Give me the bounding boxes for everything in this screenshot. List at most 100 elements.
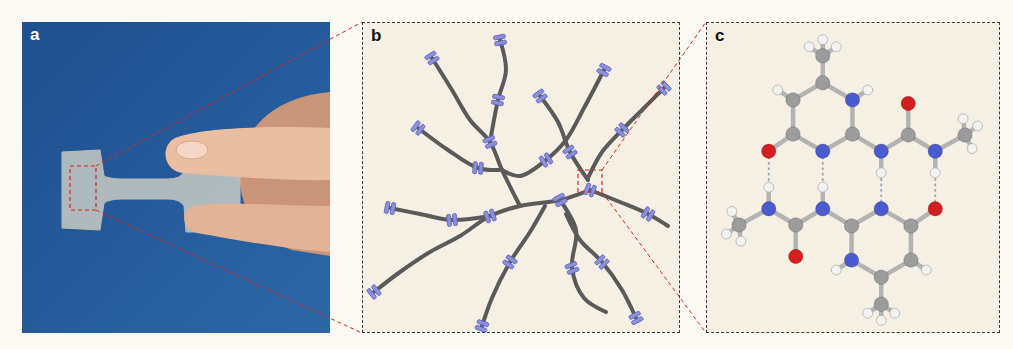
panel-background <box>362 22 680 333</box>
unit-half <box>452 214 457 226</box>
hydrogen-bond-unit <box>641 206 656 221</box>
hydrogen-bond-unit <box>594 254 610 270</box>
polymer-chain <box>502 70 604 176</box>
atom <box>816 144 830 158</box>
unit-half <box>552 193 564 202</box>
figure-panel: a <box>22 22 330 333</box>
atom <box>762 144 776 158</box>
polymer-network <box>366 34 671 333</box>
hydrogen-bond-unit <box>491 94 505 106</box>
unit-half <box>478 162 483 174</box>
unit-half <box>599 63 611 72</box>
atom <box>845 93 859 107</box>
hydrogen-bond-unit <box>552 193 567 207</box>
polymer-chain <box>540 96 588 180</box>
hydrogen-bond-unit <box>532 88 548 103</box>
hydrogen-bond-unit <box>539 152 554 167</box>
hydrogen-bond-unit <box>473 162 484 175</box>
atom <box>928 144 942 158</box>
atom <box>845 127 859 141</box>
polymer-chain <box>588 88 664 178</box>
atom <box>973 121 983 131</box>
unit-half <box>366 288 376 300</box>
unit-half <box>562 145 574 155</box>
atom <box>863 308 873 318</box>
atom <box>958 114 968 124</box>
panel-background <box>706 22 1000 333</box>
unit-half <box>410 120 420 132</box>
hydrogen-bond-unit <box>410 120 425 136</box>
unit-half <box>618 122 630 133</box>
zoom-line <box>96 210 362 333</box>
zoom-box <box>578 170 602 192</box>
atom <box>816 76 830 90</box>
atom <box>863 85 873 95</box>
atom <box>789 249 803 263</box>
unit-half <box>598 258 609 269</box>
atom <box>762 202 776 216</box>
panel-label: a <box>22 22 39 45</box>
atom <box>816 202 830 216</box>
thumbnail <box>176 141 208 159</box>
atom <box>928 202 942 216</box>
polymer-chain <box>482 206 545 326</box>
polymer-chain <box>566 214 636 318</box>
atom <box>958 128 972 142</box>
figure-panel: c <box>706 22 1000 333</box>
hydrogen-bond-unit <box>475 319 490 332</box>
photo-background <box>22 22 330 333</box>
atom <box>844 253 858 267</box>
unit-half <box>390 202 396 215</box>
unit-half <box>494 40 507 46</box>
atom <box>732 218 746 232</box>
atom <box>786 93 800 107</box>
hydrogen-bond-unit <box>628 311 643 325</box>
atom <box>721 229 731 239</box>
zoom-box <box>70 166 96 210</box>
finger <box>184 204 330 252</box>
unit-half <box>483 135 496 143</box>
atom <box>818 182 828 192</box>
unit-half <box>641 206 651 218</box>
zoom-line <box>602 192 706 333</box>
atom <box>831 265 841 275</box>
atom <box>901 128 915 142</box>
unit-half <box>565 261 578 269</box>
hydrogen-bond-unit <box>596 63 611 77</box>
polymer-chain <box>390 208 490 220</box>
atom <box>764 182 774 192</box>
hydrogen-bond-unit <box>583 183 597 198</box>
atom <box>890 308 900 318</box>
atom <box>736 236 746 246</box>
atom <box>874 270 888 284</box>
atom <box>921 265 931 275</box>
unit-half <box>483 211 491 224</box>
atom <box>727 207 737 217</box>
hydrogen-bond-unit <box>562 145 578 160</box>
atom <box>789 218 803 232</box>
panel-label: c <box>707 23 724 46</box>
hydrogen-bond-unit <box>483 135 498 149</box>
unit-half <box>544 152 554 164</box>
unit-half <box>446 214 451 226</box>
polymer-chain <box>374 190 590 292</box>
unit-half <box>631 316 644 325</box>
atom <box>874 202 888 216</box>
unit-half <box>384 201 390 214</box>
zoom-line <box>602 22 706 170</box>
atom <box>874 144 888 158</box>
hydrogen-bond-unit <box>502 255 518 270</box>
hydrogen-bond-unit <box>614 122 630 137</box>
hydrogen-bond-unit <box>483 209 496 224</box>
unit-half <box>660 80 671 91</box>
hydrogen-bond-unit <box>565 261 580 275</box>
unit-half <box>473 162 478 174</box>
hydrogen-bond-unit <box>424 51 439 66</box>
unit-half <box>491 100 504 106</box>
polymer-chain <box>590 190 668 226</box>
figure-panel: b <box>362 22 680 333</box>
atom <box>831 42 841 52</box>
unit-half <box>424 51 436 61</box>
atom <box>786 127 800 141</box>
atom <box>930 168 940 178</box>
